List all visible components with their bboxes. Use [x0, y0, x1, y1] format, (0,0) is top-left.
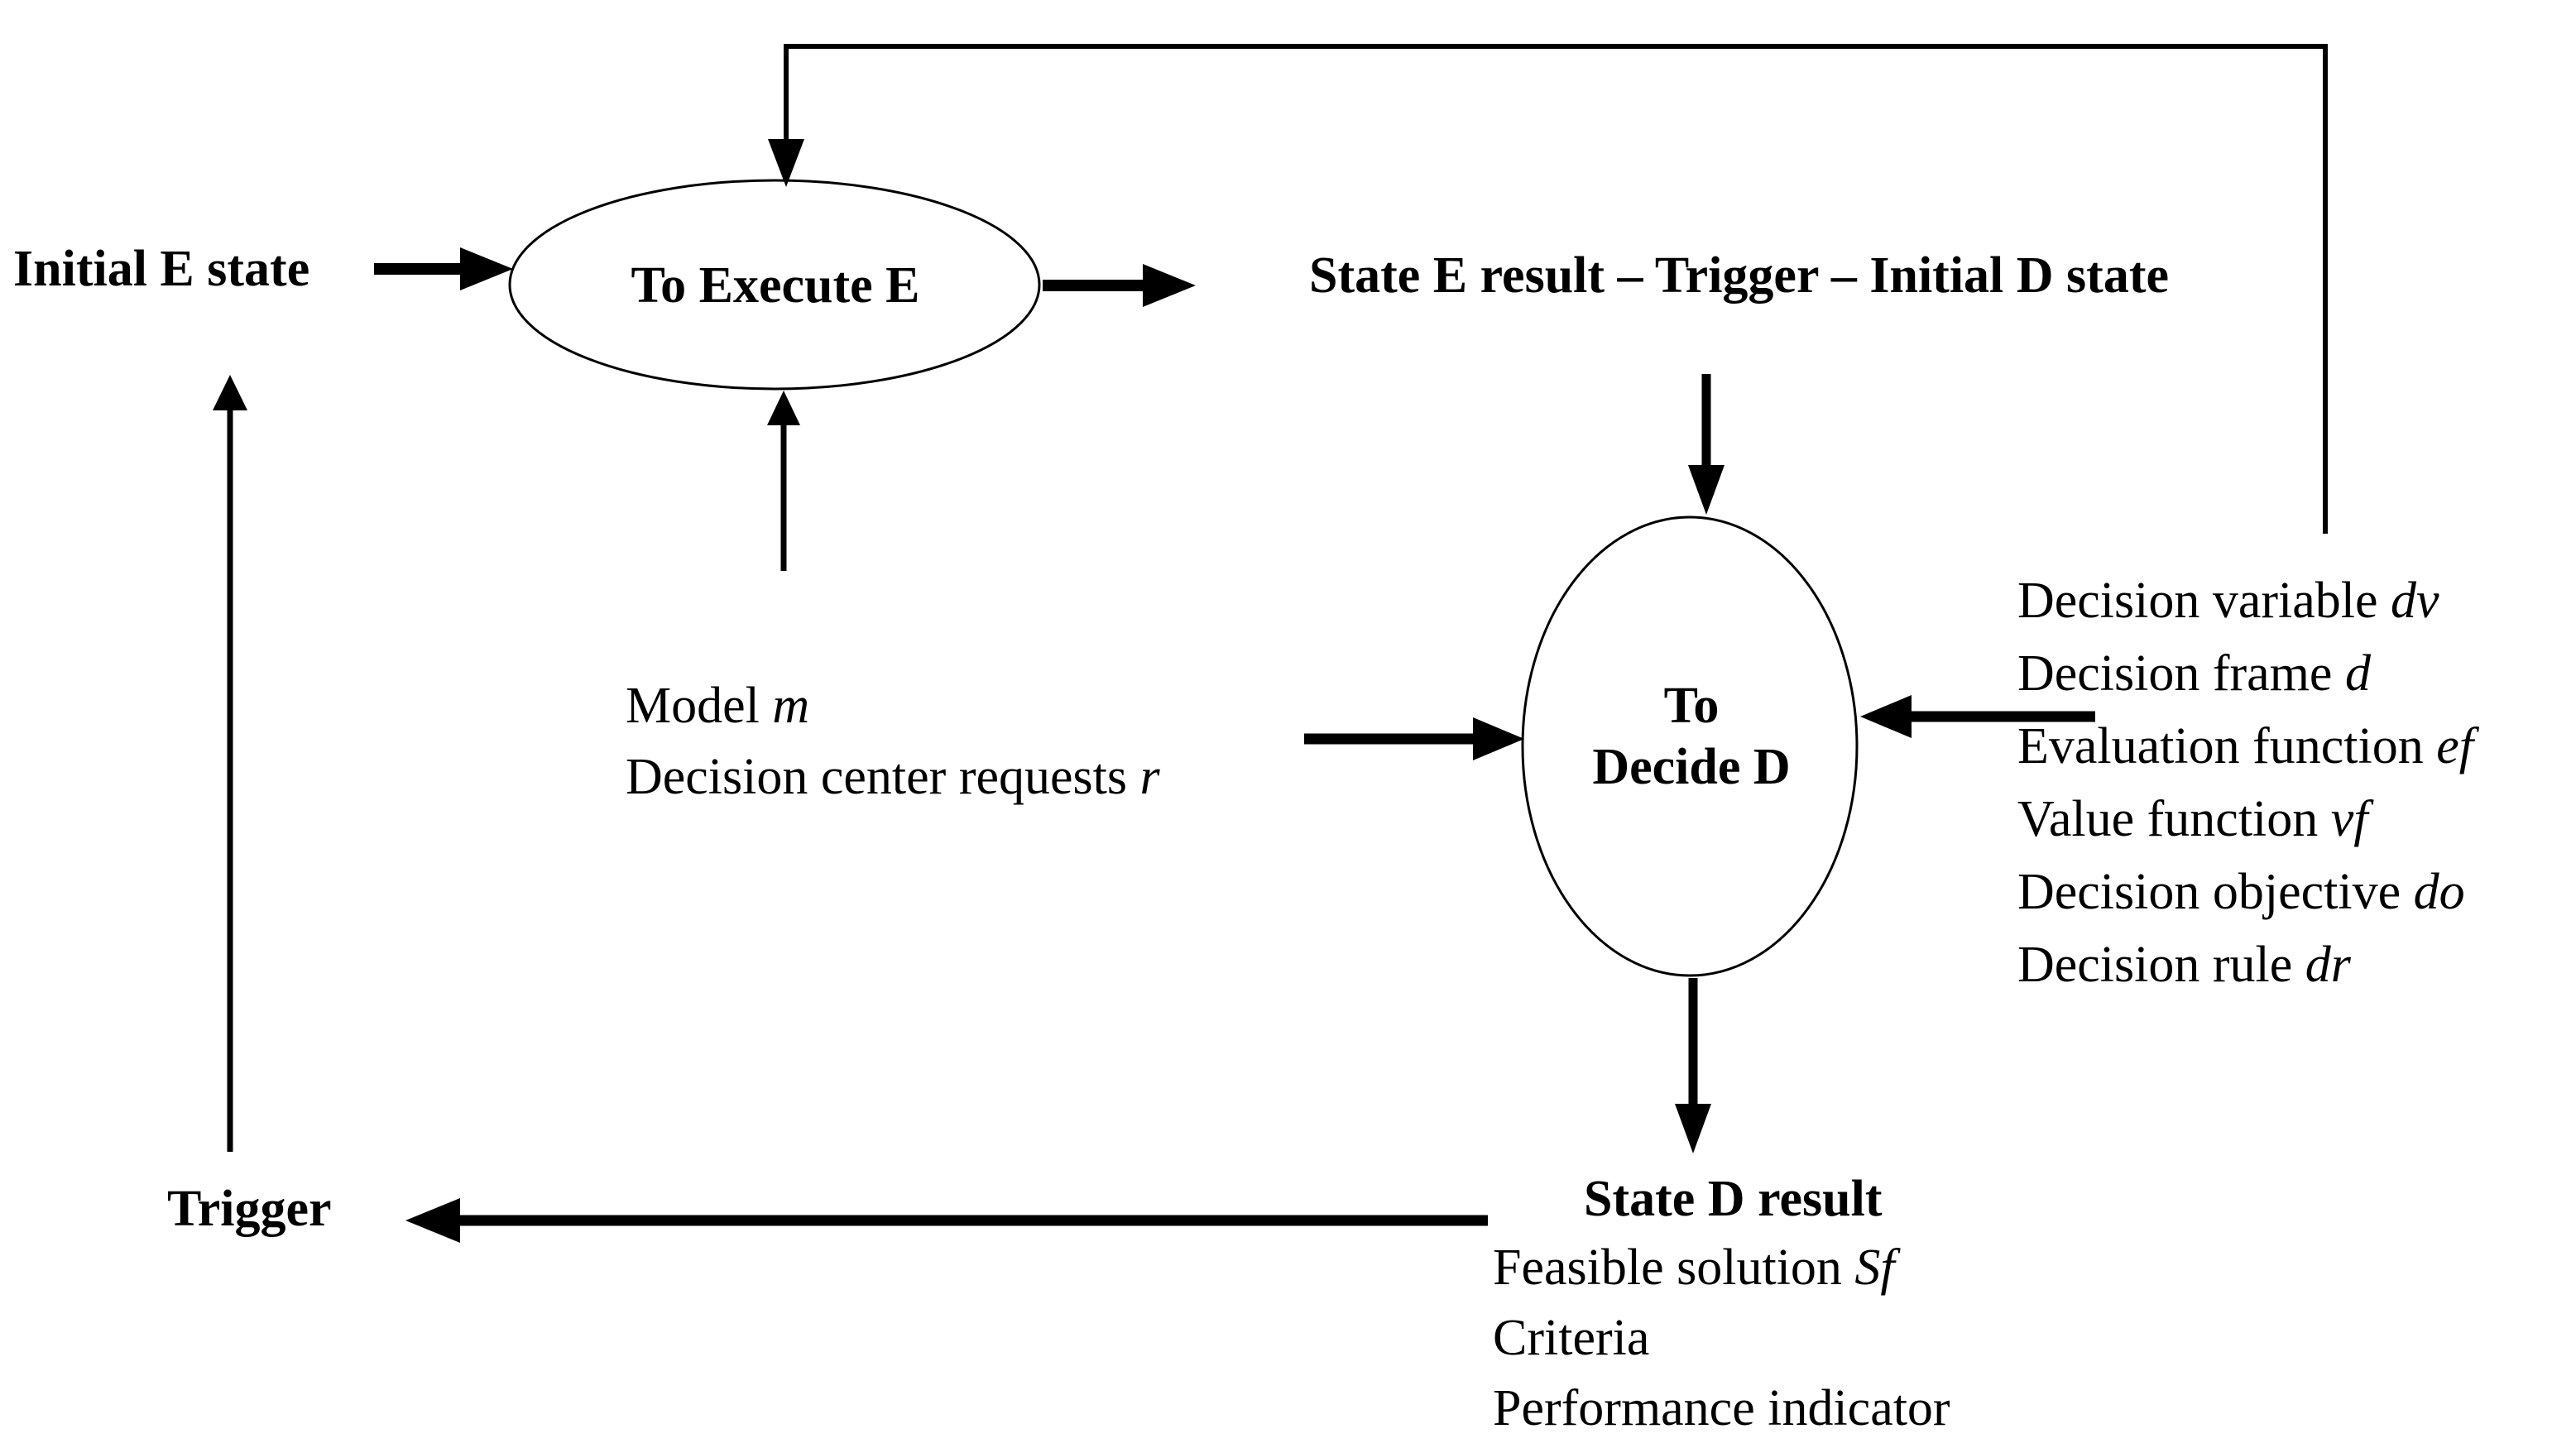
label-decision-frame: Decision frame d [2017, 645, 2371, 702]
label-state-d-result: State D result [1584, 1171, 1883, 1227]
label-decide-outputs: Feasible solution Sf Criteria Performanc… [1493, 1233, 1950, 1444]
label-decision-center-requests: Decision center requests r [626, 749, 1160, 805]
arrow-initial-e-to-execute [374, 247, 513, 290]
arrow-trigger-to-initial-e [213, 375, 247, 1152]
label-feasible-solution: Feasible solution Sf [1493, 1239, 1895, 1296]
ellipse-decide [1521, 515, 1859, 977]
label-value-function: Value function vf [2017, 791, 2368, 847]
label-performance-indicator: Performance indicator [1493, 1380, 1950, 1436]
label-evaluation-function: Evaluation function ef [2017, 718, 2473, 774]
arrow-loop-feedback-top [768, 44, 2328, 534]
label-decide-ellipse: To Decide D [1592, 678, 1791, 795]
label-decision-rule: Decision rule dr [2017, 937, 2351, 993]
arrow-model-to-decide [1304, 717, 1524, 760]
label-execute-inputs: Model m Decision center requests r [626, 670, 1160, 813]
arrow-inputs-to-decide [1860, 695, 2095, 738]
label-trigger: Trigger [167, 1181, 332, 1237]
label-initial-e-state: Initial E state [13, 241, 310, 297]
arrow-state-d-to-trigger [405, 1198, 1488, 1243]
arrow-state-e-to-decide [1688, 374, 1725, 515]
label-state-e-result: State E result – Trigger – Initial D sta… [1309, 247, 2169, 304]
label-execute-ellipse: To Execute E [631, 257, 920, 314]
ellipse-execute [508, 179, 1041, 391]
label-criteria: Criteria [1493, 1310, 1650, 1366]
label-model-m: Model m [626, 678, 810, 734]
arrow-execute-to-state-e [1043, 264, 1196, 307]
arrow-input-to-execute [767, 391, 800, 571]
arrow-decide-to-state-d [1675, 978, 1711, 1153]
label-decision-variable: Decision variable dv [2017, 573, 2439, 629]
label-decide-inputs: Decision variable dv Decision frame d Ev… [2017, 564, 2473, 1001]
label-decision-objective: Decision objective do [2017, 864, 2465, 920]
